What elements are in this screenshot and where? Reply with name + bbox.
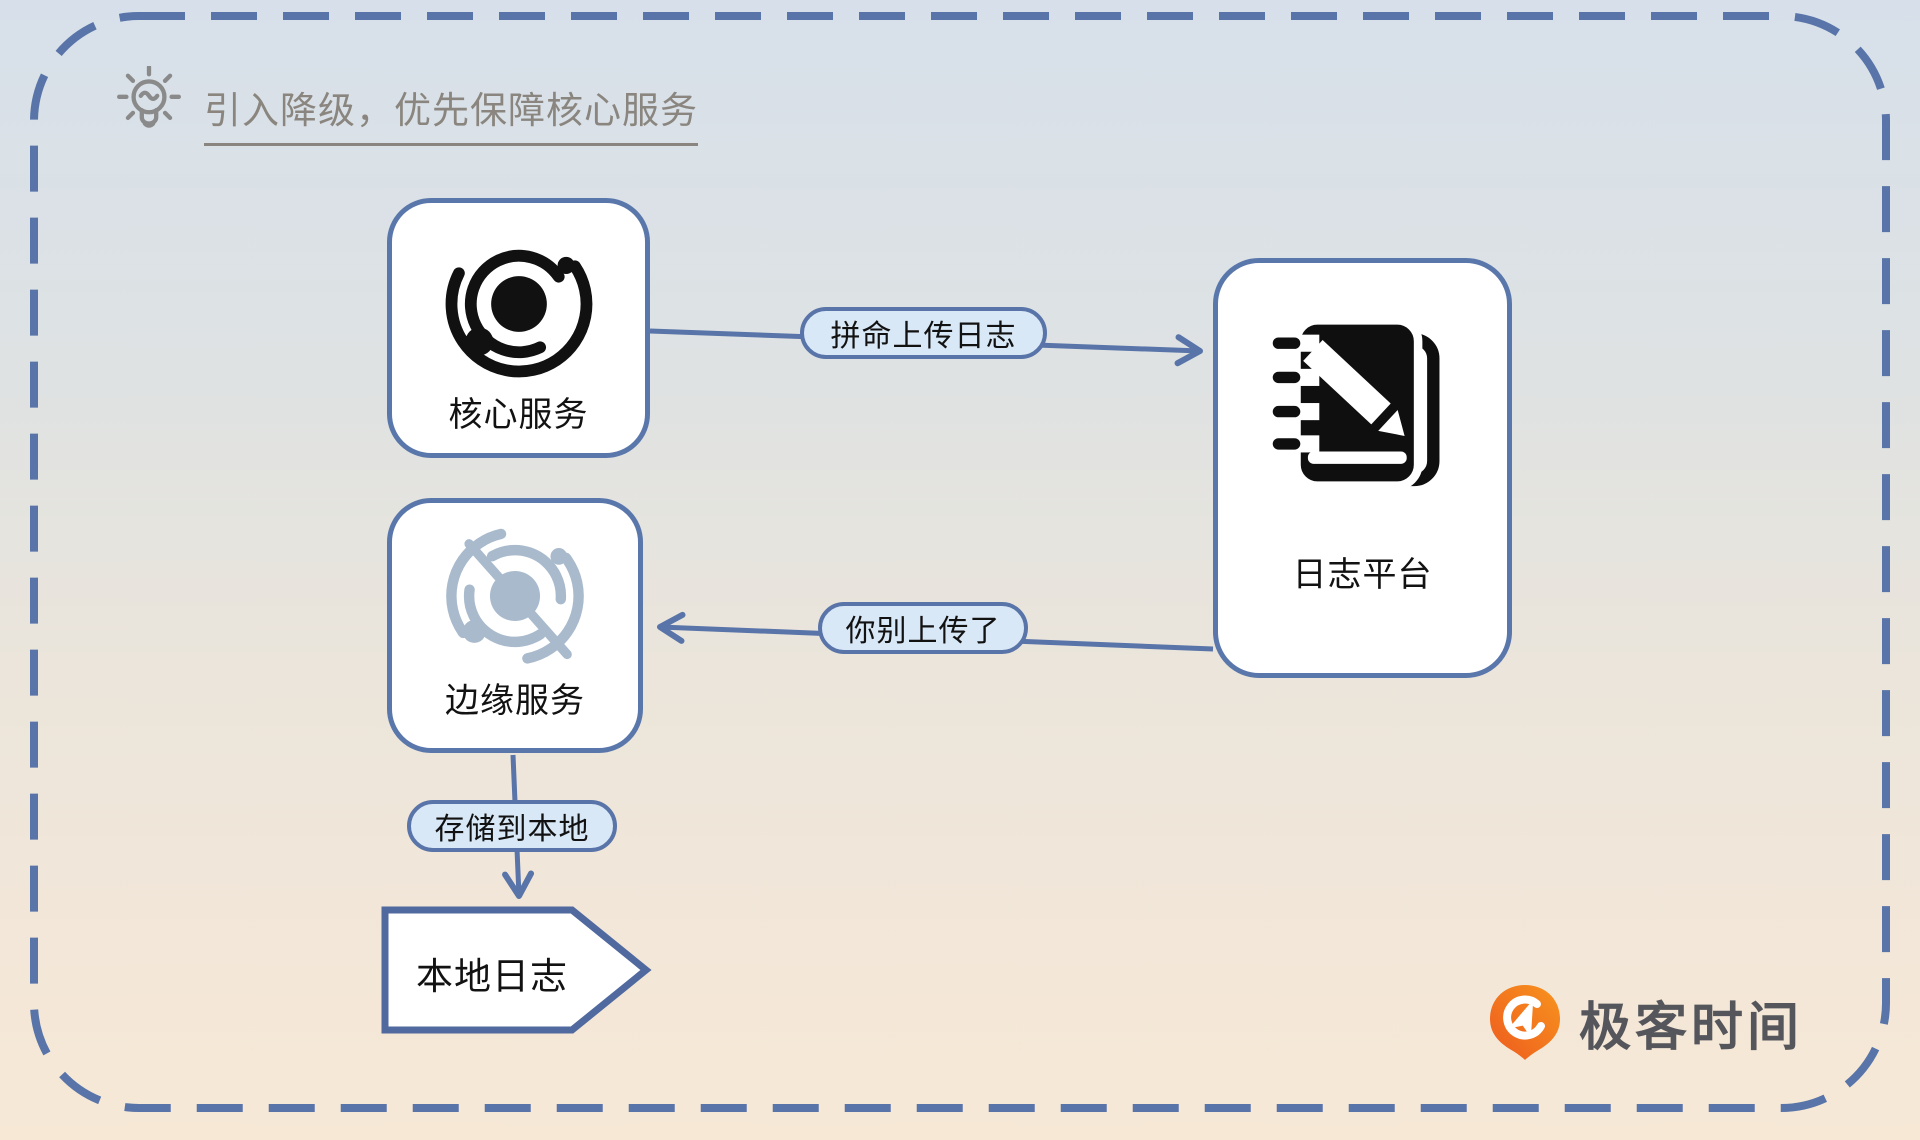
header: 引入降级，优先保障核心服务: [112, 66, 698, 146]
node-label: 核心服务: [448, 396, 589, 434]
spiral-rings: [1272, 334, 1319, 453]
node-local-log-label: 本地日志: [416, 956, 568, 997]
node-label: 日志平台: [1292, 556, 1433, 594]
orbit-service-disabled-icon: [446, 527, 584, 665]
edge-label-stop-upload: 你别上传了: [818, 602, 1028, 654]
page-title: 引入降级，优先保障核心服务: [204, 80, 698, 146]
local-log-pentagon: [381, 906, 652, 1034]
slash-disabled-mark: [464, 539, 572, 660]
edge-label-upload: 拼命上传日志: [800, 307, 1047, 359]
node-core-service: 核心服务: [387, 198, 650, 458]
lightbulb-icon: [117, 66, 181, 128]
brand-logo: 极客时间: [1487, 982, 1803, 1062]
node-edge-service: 边缘服务: [387, 498, 643, 753]
node-label: 边缘服务: [445, 682, 585, 720]
orbit-service-icon: [445, 230, 592, 378]
brand-logo-text: 极客时间: [1579, 998, 1804, 1057]
notebook-pencil-icon: [1272, 316, 1439, 490]
pencil-glyph: [1302, 340, 1405, 436]
geektime-logo-icon: [1490, 985, 1560, 1060]
edge-label-store-local: 存储到本地: [407, 800, 617, 852]
dashed-border: [30, 12, 1890, 1112]
node-log-platform: 日志平台: [1213, 258, 1512, 678]
